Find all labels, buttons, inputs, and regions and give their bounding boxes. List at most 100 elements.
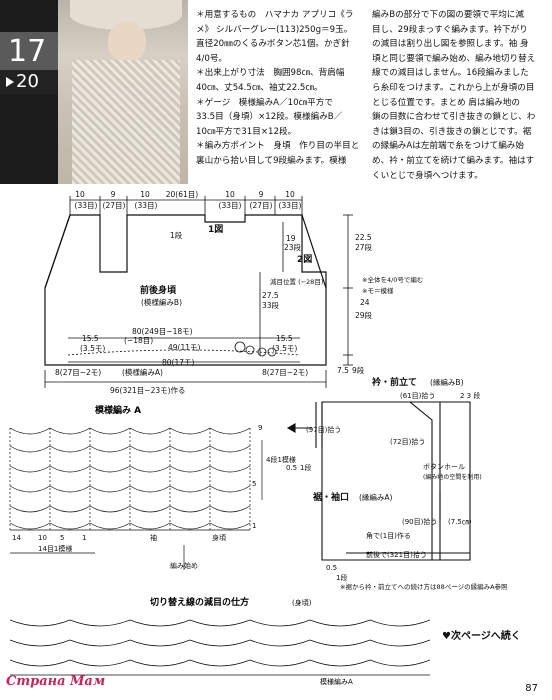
dim-label: 10 (225, 190, 235, 199)
instr-line: の縁編みAは左前端で糸をつけて編み始 (372, 141, 524, 152)
neck-rows: 1段 (170, 230, 183, 240)
collar-labels: 衿・前立て (縁編みB) (61目)拾う 2 3 段 (97目)拾う (72目)… (286, 376, 508, 591)
left155b: (3.5モ) (80, 344, 105, 353)
repeat-label: 4段1模様 (266, 455, 296, 464)
pattern-a-label: (模様編みA) (122, 367, 163, 377)
stitch-label: (33目) (219, 201, 242, 210)
instr-line: の減目は割り出し図を参照します。袖 身 (372, 39, 529, 50)
instr-line: とじる位置です。まとめ 肩は編み地の (372, 97, 520, 108)
instr-line: ＊用意するもの ハマナカ アプリコ《ラ (196, 10, 354, 20)
dim-label: 9 (259, 190, 264, 199)
depth-rows: 23段 (284, 242, 302, 252)
instructions-column-1: ＊用意するもの ハマナカ アプリコ《ラ メ》 シルバーグレー(113)250g＝… (196, 8, 364, 169)
col-label: 5 (60, 534, 64, 542)
instr-line: メ》 シルバーグレー(113)250g＝9玉。 (196, 24, 353, 35)
dec-chart (9, 619, 431, 676)
arrow-right-icon (6, 77, 14, 87)
instr-line: 編みBの部分で下の図の要領で平均に減 (372, 10, 524, 20)
stitch-label: (33目) (279, 201, 302, 210)
dec-note: 減目位置 (−28目) (270, 277, 323, 286)
watermark: Страна Мам (6, 674, 106, 689)
start-label: 編み始め (170, 561, 198, 570)
instr-line: 頃と同じ要領で編み始め、編み地切り替え (372, 53, 536, 64)
instr-line: 直径20㎜のくるみボタン芯1個。かぎ針 (196, 39, 350, 50)
instr-line: 裏山から拾い目して9段編みます。模様 (196, 155, 347, 166)
center49: 49(11モ) (168, 343, 201, 352)
collar-title-sub: (縁編みB) (430, 377, 464, 387)
instr-line: 線での減目はしません。16段編みました (372, 68, 529, 79)
pattern-a-labels: 9 5 1 4段1模様 14 10 5 1 14目1模様 編み始め 袖 身頃 (12, 424, 296, 570)
stitch-label: (33目) (135, 201, 158, 210)
dim-lines (44, 196, 353, 388)
body-label: 身頃 (212, 533, 226, 542)
sleeve-label: 袖 (150, 533, 157, 542)
instr-line: 10㎝平方で31目×12段。 (196, 126, 297, 137)
bottom8a: 8(27目−2モ) (55, 368, 101, 377)
note-2: ※モ＝模様 (362, 286, 394, 295)
hem-title: 裾・袖口 (313, 491, 349, 503)
stitch-label: (33目) (75, 201, 98, 210)
collar-rows: 2 3 段 (460, 391, 480, 400)
pattern-sub-label: 20 (16, 71, 39, 92)
bottom8b: 8(27目−2モ) (262, 368, 308, 377)
col-label: 14 (12, 534, 21, 542)
hem-1b: 1段 (336, 573, 347, 582)
hem-05: 0.5 (286, 464, 297, 472)
collar-schematic (286, 401, 471, 561)
row80a-label: 80(249目−18モ) (132, 327, 193, 336)
dim-label: 20(61目) (166, 190, 199, 199)
hem-90: (90目)拾う (402, 517, 437, 526)
collar-note: ※裾から衿・前立てへの続け方は88ページの縁編みA参照 (340, 582, 508, 591)
right155: 15.5 (276, 334, 293, 343)
pattern-photo (0, 0, 188, 184)
model-face (108, 22, 146, 62)
corner-label: 角で(1目)作る (366, 531, 411, 540)
col-label: 10 (38, 534, 47, 542)
button-label: ボタンホール (423, 462, 465, 471)
instructions-column-2: 編みBの部分で下の図の要領で平均に減 目し、29段まっすぐ編みます。衿下がり の… (372, 8, 547, 183)
col-label: 1 (82, 534, 86, 542)
instr-line: め、衿・前立てを続けて編みます。袖はす (372, 155, 535, 166)
instr-line: きは鎖3目の、引き抜きの鎖とじです。裾 (372, 126, 532, 137)
instr-line: ＊出来上がり寸法 胸囲98㎝、背肩幅 (196, 68, 345, 79)
minus18: (−18目) (124, 336, 153, 345)
button-note: (編み地の空間を利用) (423, 473, 482, 481)
instr-line: くいとじで身頃へつけます。 (372, 170, 483, 181)
note-1: ※全体を4/0号で編む (362, 275, 423, 284)
hem-7: (7.5㎝) (448, 518, 472, 526)
dim-label: 10 (285, 190, 295, 199)
row80b-label: 80(17モ) (162, 358, 195, 367)
hem-05b: 0.5 (326, 564, 337, 572)
pattern-a-title: 模様編み A (95, 404, 141, 416)
lower-rows: 29段 (355, 310, 373, 320)
page-number: 87 (525, 683, 538, 694)
pattern-subnumber: 20 (0, 70, 58, 94)
instr-line: ＊編み方ポイント 身頃 作り目の半目と (196, 141, 360, 152)
dim-label: 9 (111, 190, 116, 199)
continue-note: ♥次ページへ続く (442, 631, 521, 642)
row-label: 5 (252, 480, 256, 488)
stitch-label: (27目) (103, 201, 126, 210)
instr-line: 鎖の目数に合わせて引き抜きの鎖とじ、わ (372, 112, 536, 123)
row-label: 9 (258, 424, 262, 432)
dec-chart-label: 模様編みA (320, 677, 353, 686)
dec-chart-title: 切り替え線の減目の仕方 (150, 596, 249, 608)
pattern-a-chart (9, 427, 263, 570)
right155b: (3.5モ) (272, 344, 297, 353)
total-label: 96(321目−23モ)作る (110, 385, 186, 395)
stitch-label: (27目) (250, 201, 273, 210)
collar-title: 衿・前立て (372, 376, 417, 388)
row-label: 1 (252, 522, 256, 530)
instr-line: 目し、29段まっすぐ編みます。衿下がり (372, 24, 528, 35)
front-pickup: 前後で(321目)拾う (366, 550, 427, 559)
pattern-motif-icon (234, 341, 277, 357)
fig2-label: 2図 (297, 254, 312, 265)
instr-line: ら糸印をつけます。これから上が身頃の目 (372, 82, 535, 93)
armhole-label: 22.5 (355, 233, 372, 242)
dec-chart-title-sub: (身頃) (292, 598, 312, 607)
cardigan-image (72, 60, 180, 184)
armhole-rows: 27段 (355, 242, 373, 252)
dim-label: 10 (140, 190, 150, 199)
instr-line: 4/0号。 (196, 53, 228, 64)
